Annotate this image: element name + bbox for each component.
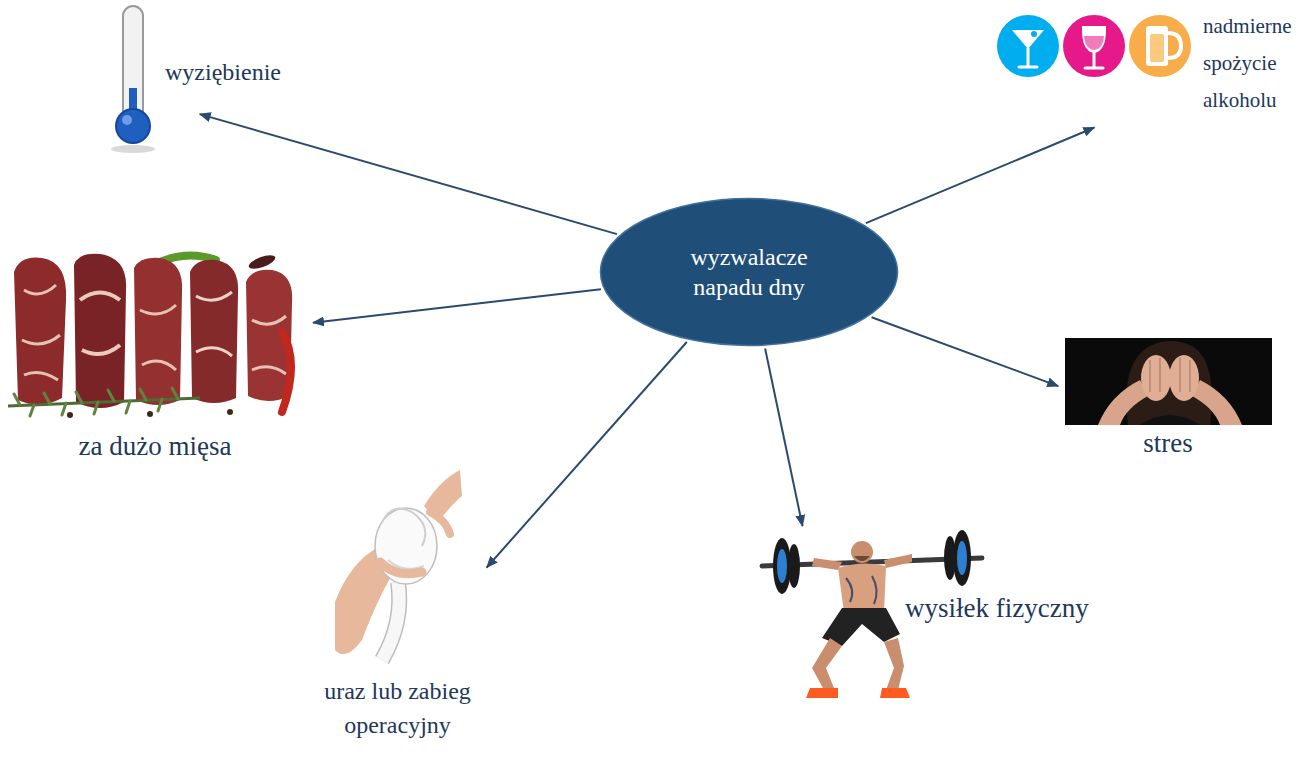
- trigger-item: uraz lub zabieg operacyjny: [315, 462, 484, 752]
- trigger-item: stres: [1062, 335, 1278, 461]
- trigger-label: za dużo mięsa: [5, 430, 305, 462]
- bandage-picture: [335, 470, 462, 660]
- arrow-connector: [765, 349, 802, 527]
- arrow-connector: [313, 289, 601, 323]
- trigger-label: stres: [1062, 427, 1274, 459]
- trigger-ellipse: wyzwalacze napadu dny: [599, 197, 899, 347]
- arrow-connector: [487, 342, 687, 568]
- trigger-label: wysiłek fizyczny: [905, 592, 1089, 624]
- trigger-label: uraz lub zabieg operacyjny: [315, 675, 480, 742]
- thermometer-icon: [111, 6, 155, 153]
- trigger-item: nadmierne spożycie alkoholu: [995, 8, 1296, 126]
- trigger-label: nadmierne spożycie alkoholu: [1203, 8, 1292, 118]
- trigger-item: wysiłek fizyczny: [760, 530, 1125, 705]
- ellipse-outline: [599, 197, 899, 347]
- trigger-item: wyziębienie: [105, 3, 305, 113]
- ellipse-fill: [601, 199, 898, 346]
- alcohol-icons: [997, 15, 1191, 77]
- arrow-connector: [200, 114, 617, 234]
- central-label: wyzwalacze napadu dny: [669, 242, 829, 302]
- arrow-connector: [866, 128, 1095, 224]
- arrow-connector: [872, 317, 1059, 386]
- stress-picture: [1065, 338, 1272, 425]
- trigger-item: za dużo mięsa: [5, 240, 309, 465]
- meat-picture: [8, 253, 292, 418]
- trigger-label: wyziębienie: [165, 58, 281, 87]
